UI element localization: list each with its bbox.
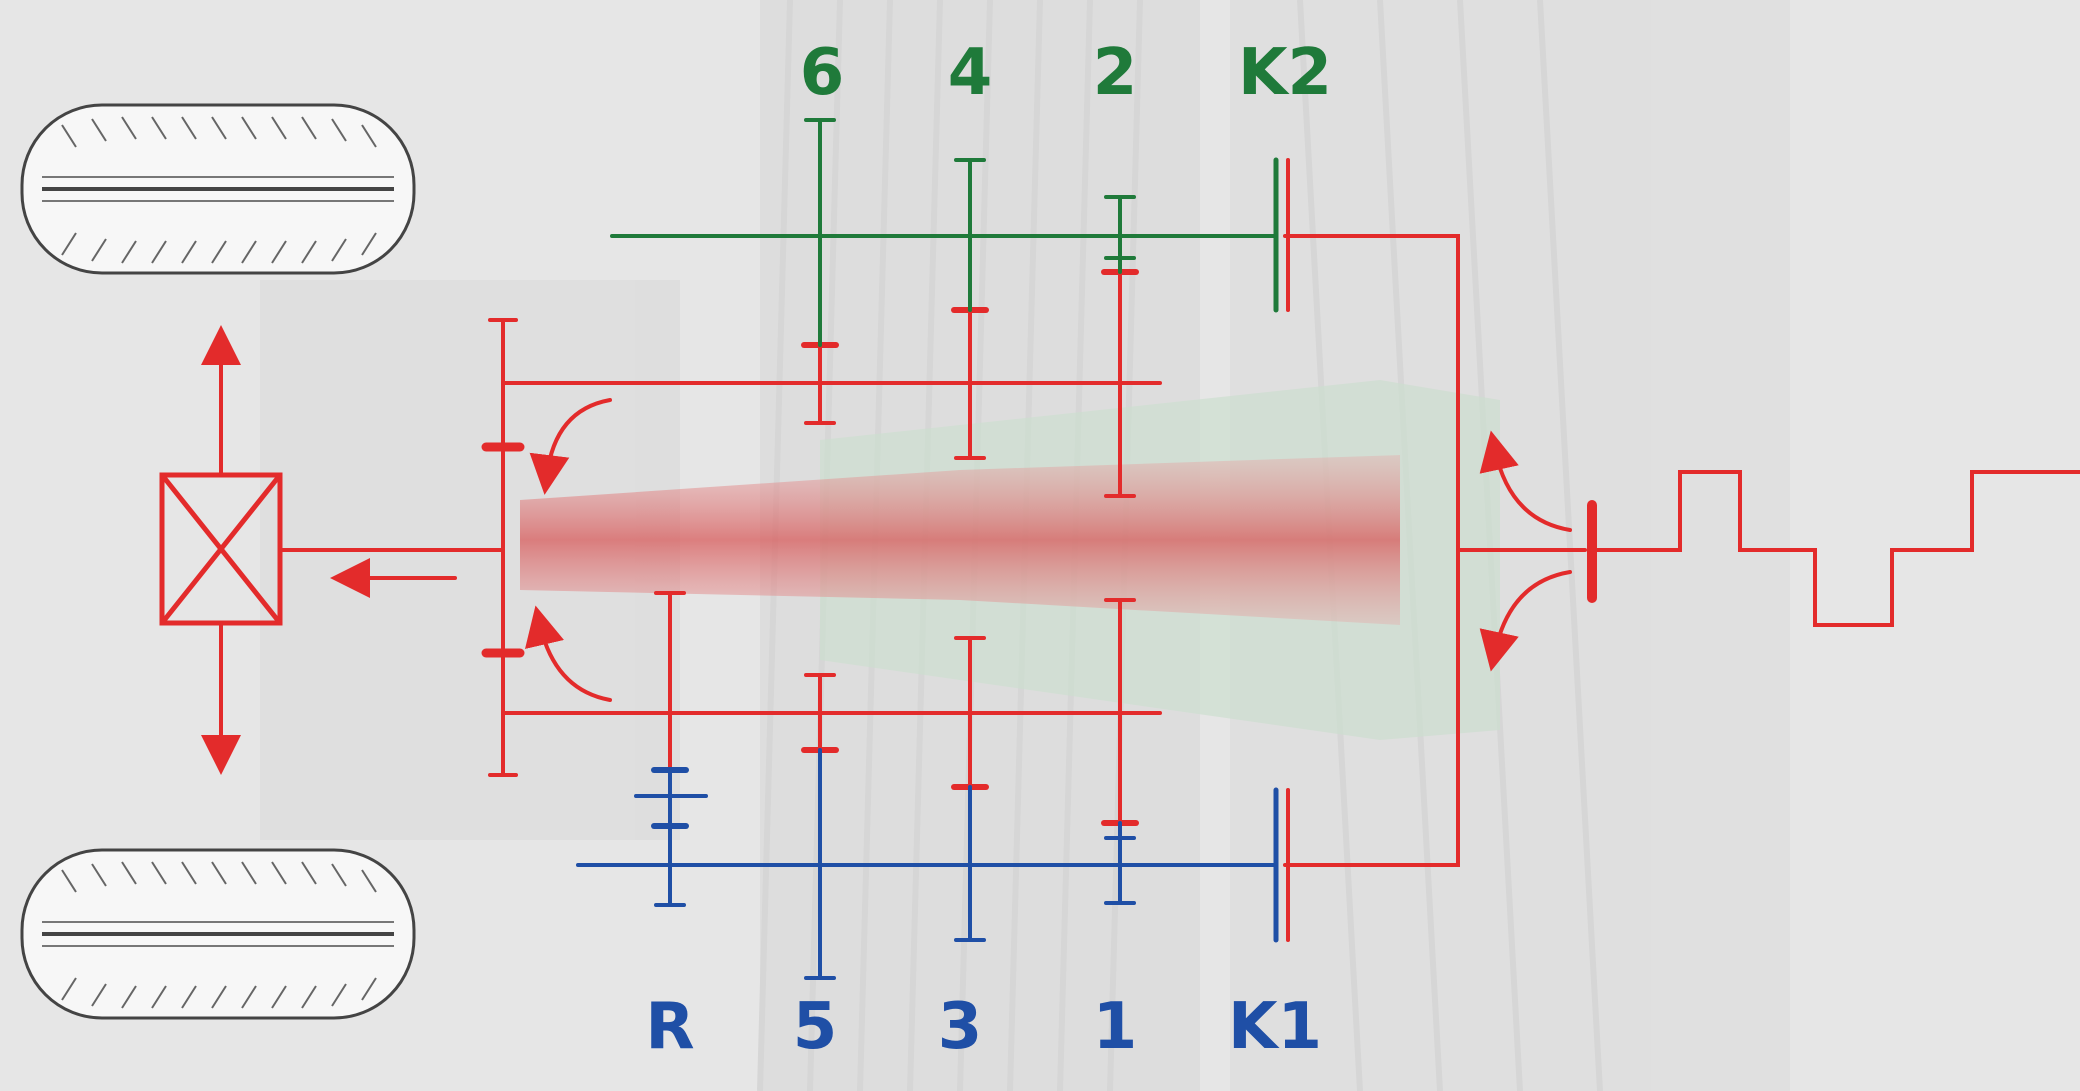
gear-label-3: 3 xyxy=(938,990,983,1064)
tire-icon xyxy=(20,103,416,275)
odd-gear-shaft xyxy=(576,748,1279,980)
gear-label-5: 5 xyxy=(793,990,838,1064)
odd-gear-labels: R 5 3 1 K1 xyxy=(645,990,1322,1064)
gear-label-2: 2 xyxy=(1093,36,1138,110)
central-shaft xyxy=(520,455,1400,625)
even-gear-labels: 6 4 2 K2 xyxy=(800,36,1332,110)
even-gear-shaft xyxy=(610,118,1279,347)
arrow-icon xyxy=(529,398,612,495)
tire-icon xyxy=(20,848,416,1020)
arrow-icon xyxy=(1479,430,1572,532)
clutch-label-k1: K1 xyxy=(1228,990,1322,1064)
gear-label-4: 4 xyxy=(948,36,993,110)
power-path xyxy=(159,158,2080,942)
arrow-icon xyxy=(1479,570,1572,672)
clutch-label-k2: K2 xyxy=(1238,36,1332,110)
gear-label-1: 1 xyxy=(1093,990,1138,1064)
gear-label-6: 6 xyxy=(800,36,845,110)
gear-label-r: R xyxy=(645,990,694,1064)
arrow-icon xyxy=(525,605,612,702)
